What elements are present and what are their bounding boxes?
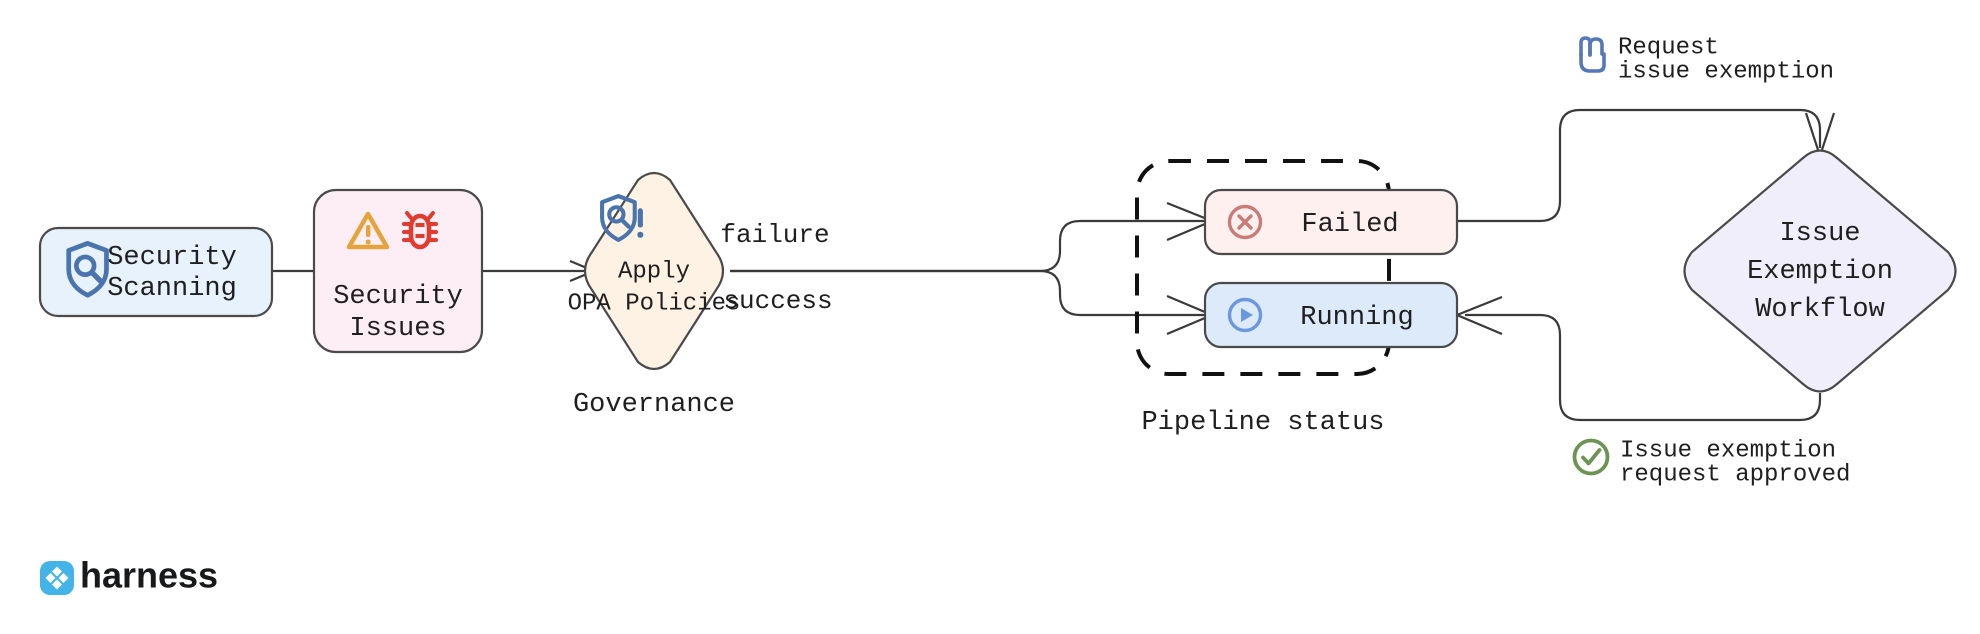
approved-line1: Issue exemption	[1620, 437, 1836, 464]
security-issues-label-line1: Security	[333, 282, 463, 312]
click-hand-icon	[1579, 36, 1606, 73]
edge-label-failure: failure	[720, 220, 829, 250]
node-issue-exemption-workflow[interactable]: Issue Exemption Workflow	[1683, 149, 1957, 393]
security-issues-label-line2: Issues	[349, 314, 446, 344]
node-security-scanning[interactable]: Security Scanning	[38, 226, 274, 318]
pipeline-status-caption: Pipeline status	[1141, 408, 1384, 438]
node-security-issues[interactable]: Security Issues	[312, 188, 484, 354]
circle-play-icon	[1227, 297, 1263, 333]
shield-search-icon	[66, 241, 109, 298]
node-apply-opa-policies[interactable]: Apply OPA Policies	[568, 171, 741, 371]
apply-opa-policies-label-line1: Apply	[618, 258, 690, 285]
warning-triangle-icon	[346, 211, 390, 250]
edge-label-success: success	[723, 286, 832, 316]
harness-mark-icon	[40, 561, 74, 595]
workflow-label-line1: Issue	[1779, 219, 1860, 249]
pipeline-status-group	[1135, 159, 1391, 376]
workflow-label-line2: Exemption	[1747, 257, 1893, 287]
harness-wordmark: harness	[80, 555, 218, 596]
edge-issues-to-policies	[482, 259, 597, 283]
request-exemption-line2: issue exemption	[1618, 58, 1834, 85]
bug-icon	[402, 211, 438, 250]
failed-label: Failed	[1301, 210, 1398, 240]
workflow-label-line3: Workflow	[1755, 295, 1885, 325]
circle-x-icon	[1227, 204, 1263, 240]
request-exemption-line1: Request	[1618, 34, 1719, 61]
governance-caption: Governance	[573, 390, 735, 420]
harness-logo: harness	[40, 555, 218, 596]
node-running[interactable]: Running	[1203, 281, 1459, 349]
security-scanning-label-line1: Security	[107, 243, 237, 273]
security-scanning-label-line2: Scanning	[107, 274, 237, 304]
node-failed[interactable]: Failed	[1203, 188, 1459, 256]
annotation-request-exemption: Request issue exemption	[1579, 34, 1834, 85]
apply-opa-policies-label-line2: OPA Policies	[568, 290, 741, 317]
running-label: Running	[1300, 303, 1413, 333]
approved-line2: request approved	[1620, 461, 1850, 488]
annotation-request-approved: Issue exemption request approved	[1572, 437, 1850, 488]
check-circle-icon	[1572, 438, 1610, 476]
shield-alert-icon	[600, 194, 644, 242]
